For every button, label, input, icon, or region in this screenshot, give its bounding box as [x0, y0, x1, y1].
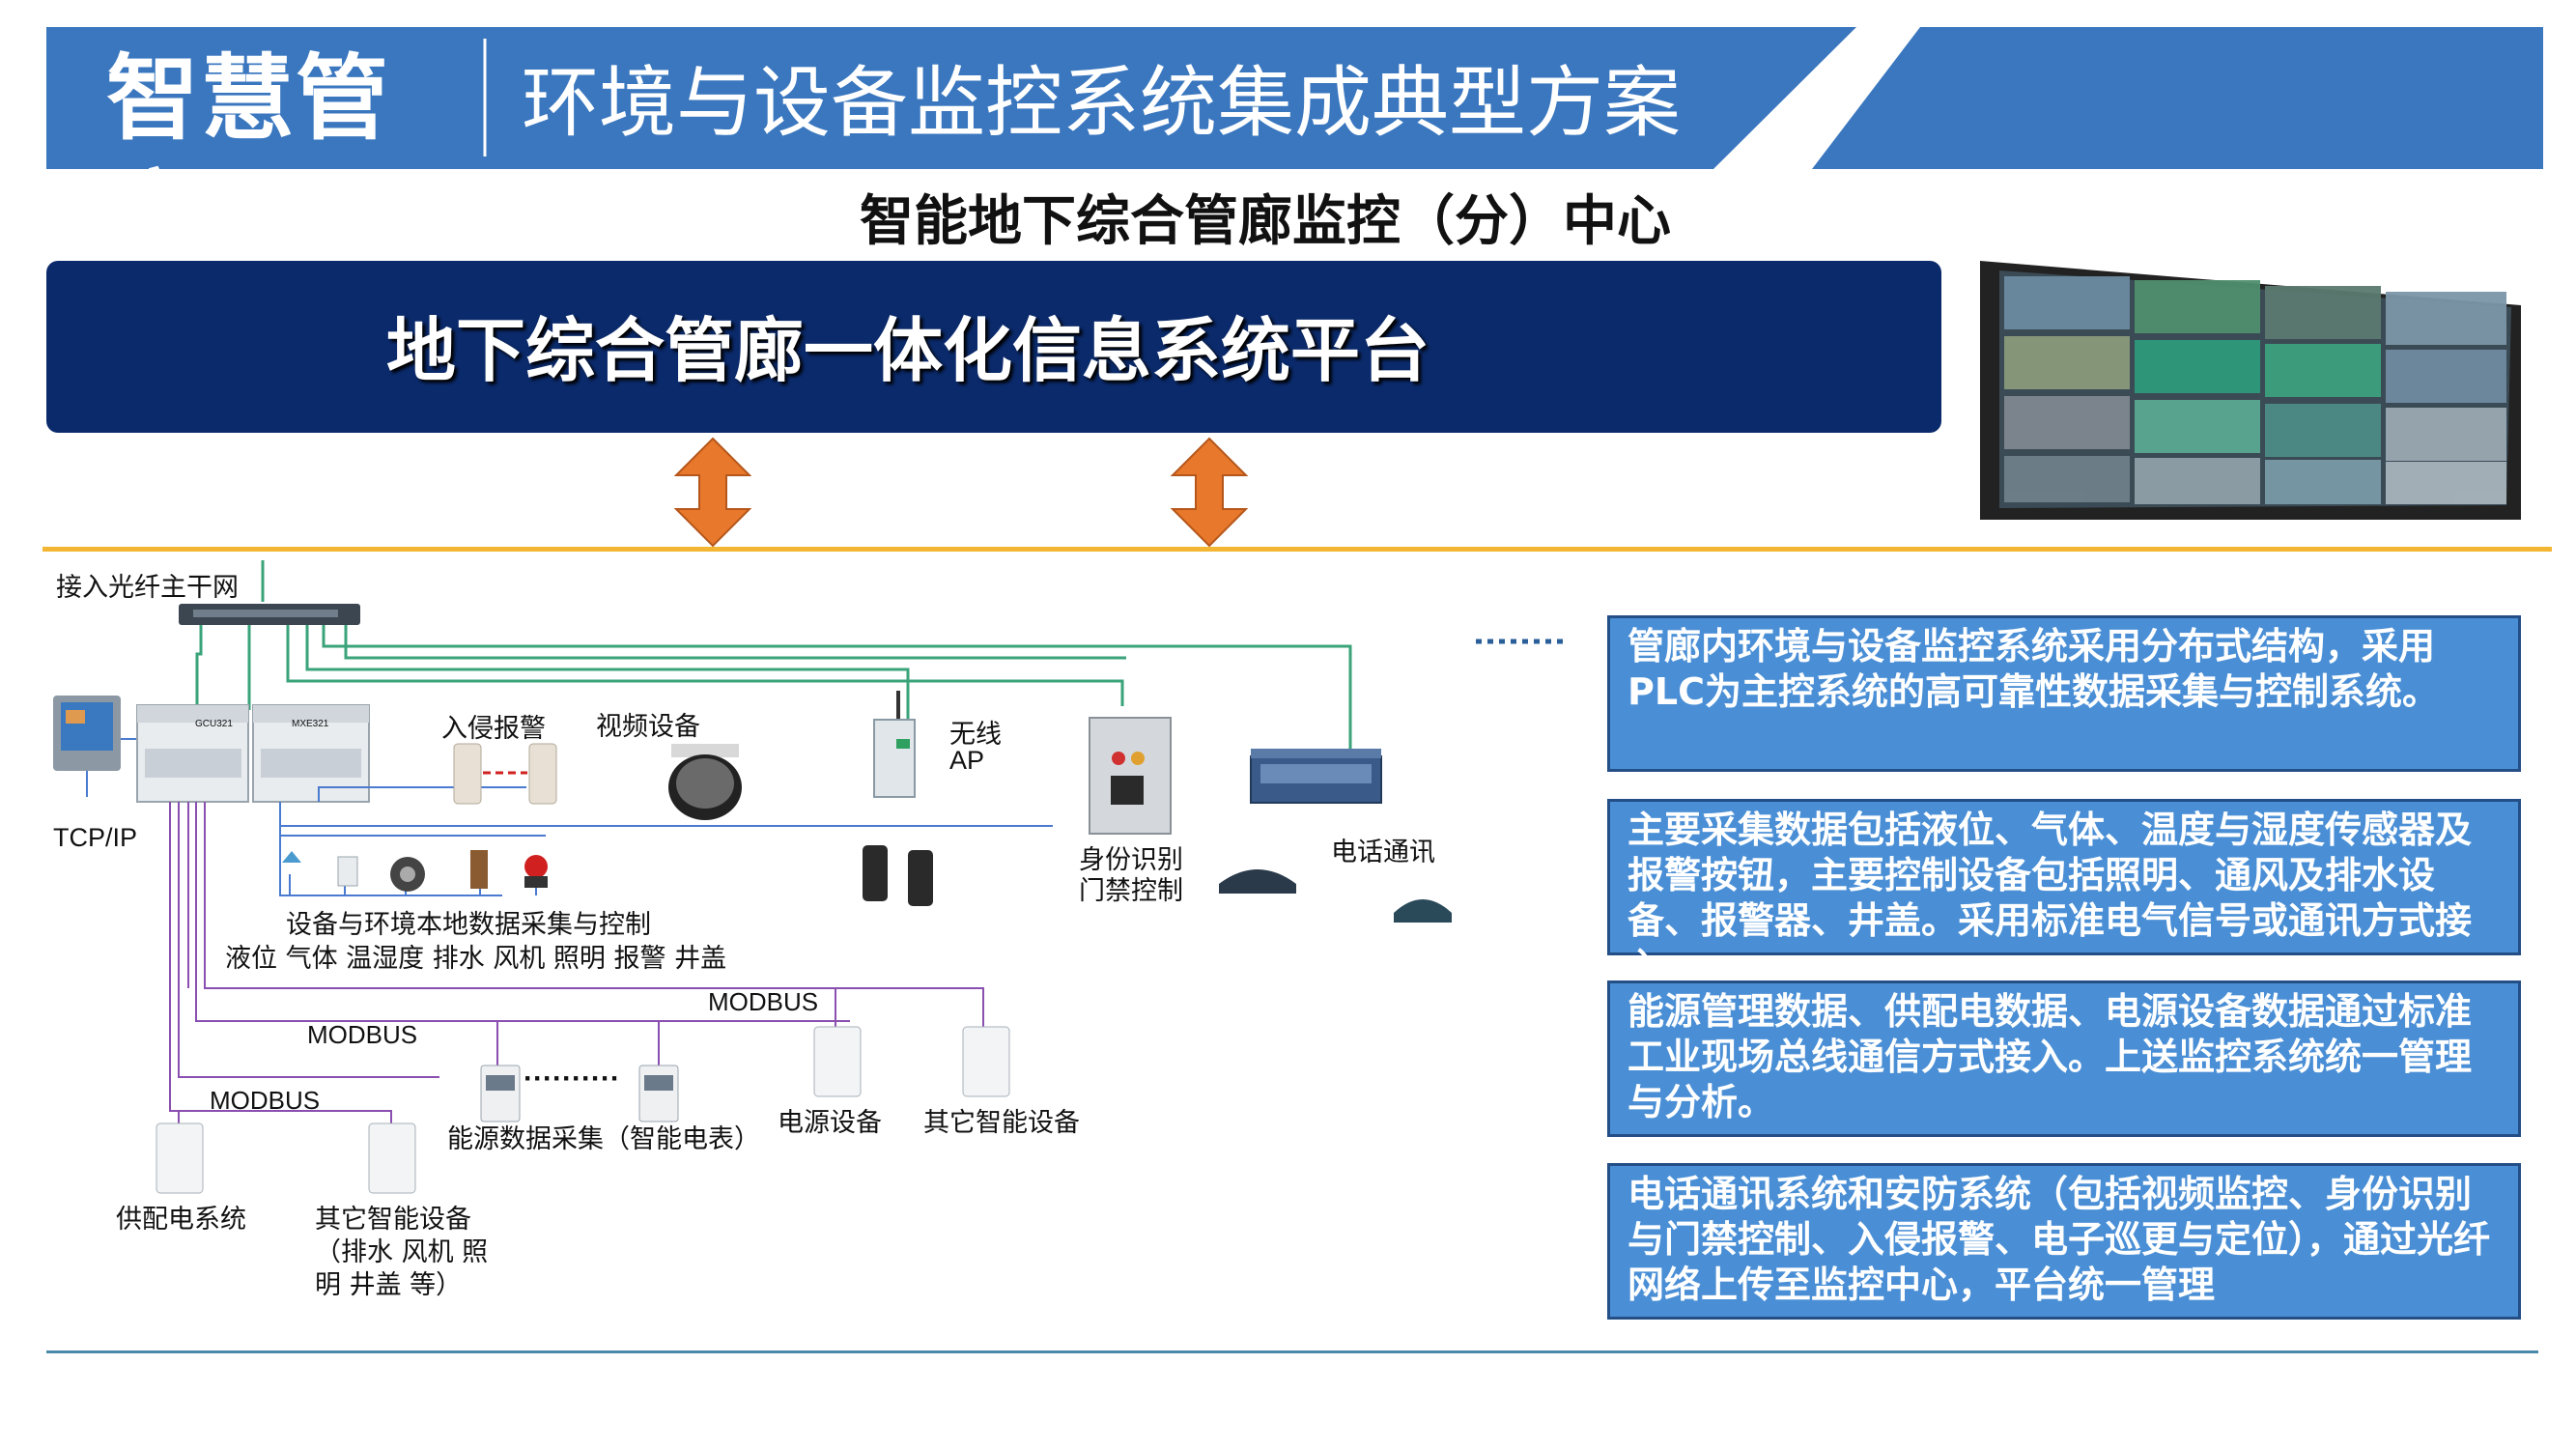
- other-smart-device-label: 其它智能设备: [923, 1108, 1080, 1138]
- backbone-label: 接入光纤主干网: [56, 573, 239, 603]
- other-smart-device-2-label-1: 其它智能设备: [315, 1205, 471, 1235]
- monitoring-center-label: 智能地下综合管廊监控（分）中心: [860, 190, 1671, 253]
- network-diagram: [53, 560, 1565, 1194]
- double-arrow-right: [1171, 437, 1248, 548]
- access-control-label-1: 身份识别: [1079, 845, 1183, 875]
- power-distribution-label: 供配电系统: [116, 1205, 246, 1235]
- plc-module-2-label: MXE321: [292, 719, 329, 729]
- local-collect-label: 设备与环境本地数据采集与控制: [286, 910, 651, 940]
- wireless-ap-label-1: 无线: [949, 720, 1002, 750]
- local-items-label: 液位 气体 温湿度 排水 风机 照明 报警 井盖: [225, 944, 727, 974]
- plc-controller-icon: [136, 704, 370, 803]
- video-device-label: 视频设备: [596, 712, 700, 742]
- meter-dots: ··········: [524, 1063, 620, 1094]
- smart-meter-icon: [480, 1065, 679, 1122]
- video-wall-image: [1980, 261, 2521, 520]
- page-subtitle: 环境与设备监控系统集成典型方案: [522, 58, 1681, 148]
- sensor-icons: [282, 850, 548, 892]
- platform-title: 地下综合管廊一体化信息系统平台: [386, 310, 1430, 391]
- dome-camera-icon: [668, 744, 742, 820]
- telephone-label: 电话通讯: [1331, 838, 1435, 867]
- info-box-text: 主要采集数据包括液位、气体、温度与湿度传感器及报警按钮，主要控制设备包括照明、通…: [1628, 809, 2473, 987]
- power-supply-icon: [156, 1026, 1010, 1194]
- double-arrow-left: [674, 437, 751, 548]
- info-box-data-collection: 主要采集数据包括液位、气体、温度与湿度传感器及报警按钮，主要控制设备包括照明、通…: [1607, 799, 2521, 987]
- access-control-label-2: 门禁控制: [1079, 876, 1183, 906]
- info-box-text: 电话通讯系统和安防系统（包括视频监控、身份识别与门禁控制、入侵报警、电子巡更与定…: [1628, 1173, 2491, 1306]
- plc-module-1-label: GCU321: [195, 719, 233, 729]
- telephone-switch-icon: [1250, 749, 1382, 804]
- info-box-text: 能源管理数据、供配电数据、电源设备数据通过标准工业现场总线通信方式接入。上送监控…: [1628, 990, 2473, 1123]
- info-box-communication-security: 电话通讯系统和安防系统（包括视频监控、身份识别与门禁控制、入侵报警、电子巡更与定…: [1607, 1163, 2521, 1320]
- modbus-label-1: MODBUS: [708, 987, 819, 1016]
- info-box-energy-management: 能源管理数据、供配电数据、电源设备数据通过标准工业现场总线通信方式接入。上送监控…: [1607, 980, 2521, 1137]
- other-smart-device-2-label-3: 明 井盖 等）: [315, 1270, 463, 1300]
- handheld-terminal-icon: [863, 845, 933, 906]
- header-banner: [46, 27, 2543, 169]
- energy-collect-label: 能源数据采集（智能电表）: [447, 1124, 760, 1154]
- other-smart-device-2-label-2: （排水 风机 照: [315, 1237, 489, 1267]
- platform-bar: [46, 261, 1941, 433]
- access-control-icon: [1089, 717, 1172, 835]
- info-box-distributed-structure: 管廊内环境与设备监控系统采用分布式结构，采用PLC为主控系统的高可靠性数据采集与…: [1607, 615, 2521, 772]
- power-device-label: 电源设备: [778, 1108, 882, 1138]
- modbus-label-3: MODBUS: [210, 1086, 321, 1115]
- wireless-ap-label-2: AP: [949, 746, 985, 775]
- intrusion-alarm-label: 入侵报警: [441, 714, 546, 744]
- modbus-label-2: MODBUS: [307, 1020, 418, 1049]
- wireless-ap-icon: [873, 691, 916, 798]
- tcpip-label: TCP/IP: [53, 823, 138, 852]
- bottom-divider: [46, 1350, 2538, 1353]
- hmi-panel-icon: [53, 696, 121, 771]
- fiber-switch-icon: [179, 604, 360, 625]
- section-divider: [42, 547, 2552, 552]
- intrusion-detector-icon: [453, 743, 557, 805]
- page-title: 智慧管廊: [106, 44, 390, 269]
- info-box-text: 管廊内环境与设备监控系统采用分布式结构，采用PLC为主控系统的高可靠性数据采集与…: [1628, 625, 2439, 713]
- telephone-icon: [1219, 869, 1452, 923]
